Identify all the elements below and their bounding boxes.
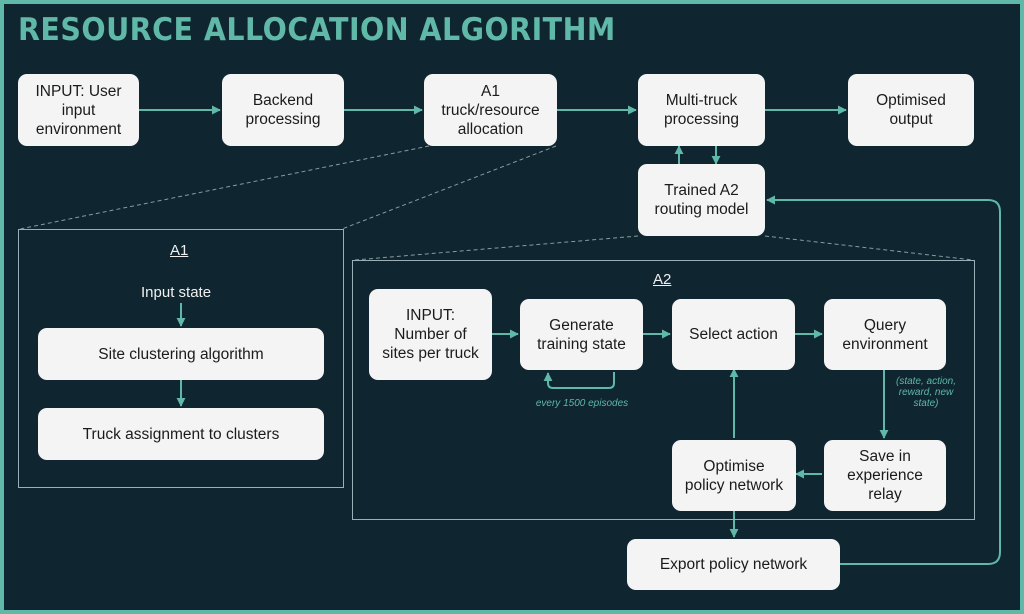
- a1-allocation-box: A1 truck/resource allocation: [424, 74, 557, 146]
- a2-detail-panel: [352, 260, 975, 520]
- optimise-policy-network-box: Optimise policy network: [672, 440, 796, 511]
- a2-panel-title: A2: [653, 271, 672, 288]
- arrow-generate-loop: [543, 372, 615, 389]
- backend-processing-box: Backend processing: [222, 74, 344, 146]
- multi-truck-processing-box: Multi-truck processing: [638, 74, 765, 146]
- optimised-output-box: Optimised output: [848, 74, 974, 146]
- site-clustering-box: Site clustering algorithm: [38, 328, 324, 380]
- a1-detail-panel: [18, 229, 344, 488]
- zoom-guide-a1-left: [19, 145, 430, 230]
- save-experience-relay-box: Save in experience relay: [824, 440, 946, 511]
- truck-assignment-box: Truck assignment to clusters: [38, 408, 324, 460]
- zoom-guide-a2-left: [354, 235, 639, 261]
- loop-frequency-note: every 1500 episodes: [535, 398, 629, 409]
- experience-tuple-note: (state, action, reward, new state): [895, 376, 957, 409]
- page-title: RESOURCE ALLOCATION ALGORITHM: [18, 12, 616, 48]
- input-user-environment-box: INPUT: User input environment: [18, 74, 139, 146]
- zoom-guide-a2-right: [764, 235, 974, 261]
- input-state-label: Input state: [141, 284, 212, 301]
- a2-input-box: INPUT: Number of sites per truck: [369, 289, 492, 380]
- a1-panel-title: A1: [170, 242, 189, 259]
- export-policy-network-box: Export policy network: [627, 539, 840, 590]
- query-environment-box: Query environment: [824, 299, 946, 370]
- generate-training-state-box: Generate training state: [520, 299, 643, 370]
- zoom-guide-a1-right: [341, 145, 557, 230]
- select-action-box: Select action: [672, 299, 795, 370]
- trained-a2-model-box: Trained A2 routing model: [638, 164, 765, 236]
- arrow-export-to-model: [766, 195, 1001, 565]
